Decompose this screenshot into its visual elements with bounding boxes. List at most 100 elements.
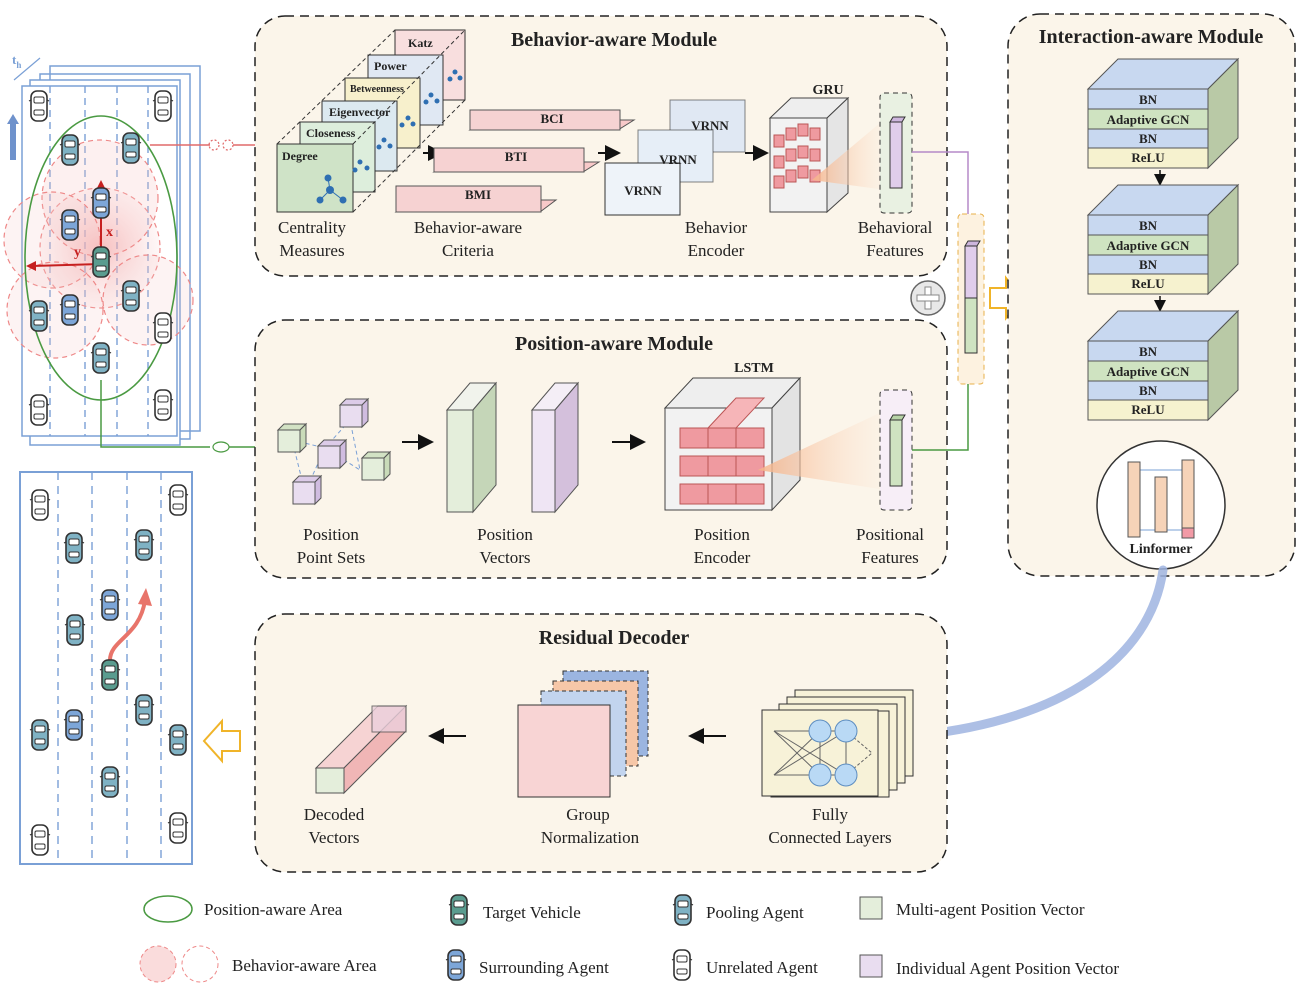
- behavior-criteria: BCI BTI BMI: [394, 109, 636, 213]
- layer-bn: BN: [1139, 383, 1158, 398]
- behavioral-features: [879, 92, 913, 214]
- caption-behavioral-features-2: Features: [866, 241, 924, 260]
- unrelated-car: [152, 90, 174, 122]
- unrelated-agent-icon: [671, 949, 693, 981]
- surrounding-car: [90, 187, 112, 219]
- layer-bn: BN: [1139, 344, 1158, 359]
- unrelated-car: [167, 812, 189, 844]
- centrality-label: Eigenvector: [329, 105, 391, 119]
- caption-fc-1: Fully: [812, 805, 848, 824]
- centrality-label: Degree: [282, 149, 318, 163]
- unrelated-car: [167, 484, 189, 516]
- caption-decoded-1: Decoded: [304, 805, 365, 824]
- layer-relu: ReLU: [1131, 402, 1165, 417]
- surrounding-agent-icon: [445, 949, 467, 981]
- legend-label: Pooling Agent: [706, 903, 804, 922]
- concat-plus-icon: [910, 280, 946, 316]
- surrounding-car: [63, 709, 85, 741]
- surrounding-car: [59, 209, 81, 241]
- svg-text:th: th: [12, 52, 21, 70]
- green-square-icon: [859, 896, 883, 920]
- legend-label: Individual Agent Position Vector: [896, 959, 1119, 978]
- position-module: Position-aware Module LSTM: [254, 319, 948, 579]
- heading-arrow-icon: [10, 122, 16, 160]
- red-circles-icon: [139, 945, 177, 983]
- decoder-title: Residual Decoder: [539, 627, 690, 649]
- unrelated-car: [28, 90, 50, 122]
- vrnn-label: VRNN: [659, 152, 697, 167]
- pooling-car: [133, 529, 155, 561]
- centrality-label: Katz: [408, 36, 433, 50]
- layer-bn: BN: [1139, 218, 1158, 233]
- target-car: [90, 246, 112, 278]
- legend-label: Multi-agent Position Vector: [896, 900, 1085, 919]
- interaction-module-title: Interaction-aware Module: [1039, 26, 1264, 48]
- traffic-scene-prediction: [19, 471, 193, 865]
- caption-criteria-2: Criteria: [442, 241, 494, 260]
- layer-relu: ReLU: [1131, 150, 1165, 165]
- gcn-block-2: BN Adaptive GCN BN ReLU: [1086, 183, 1240, 296]
- caption-points-2: Point Sets: [297, 548, 366, 567]
- position-point-sets: [276, 397, 392, 506]
- target-vehicle-icon: [448, 894, 470, 926]
- lstm-block: LSTM: [663, 361, 886, 512]
- unrelated-car: [28, 394, 50, 426]
- traffic-scene-history: th x y: [3, 52, 201, 446]
- pooling-car: [167, 724, 189, 756]
- concat-vector: [957, 213, 985, 385]
- caption-behavior-encoder-1: Behavior: [685, 218, 748, 237]
- caption-position-encoder-1: Position: [694, 525, 750, 544]
- pooling-car: [28, 300, 50, 332]
- unrelated-car: [29, 824, 51, 856]
- behavior-encoder: VRNN VRNN VRNN: [604, 99, 746, 216]
- group-normalization: [517, 670, 649, 798]
- linformer-block: Linformer: [1096, 440, 1226, 570]
- surrounding-car: [99, 589, 121, 621]
- pooling-car: [29, 719, 51, 751]
- centrality-cards: Katz Power Betweenness Eigenvector Close…: [276, 29, 466, 213]
- purple-square-icon: [859, 954, 883, 978]
- caption-behavioral-features-1: Behavioral: [858, 218, 933, 237]
- pooling-agent-icon: [672, 894, 694, 926]
- pooling-car: [99, 766, 121, 798]
- caption-vectors-2: Vectors: [480, 548, 531, 567]
- layer-bn: BN: [1139, 131, 1158, 146]
- behavior-module-title: Behavior-aware Module: [511, 29, 717, 51]
- linformer-label: Linformer: [1130, 542, 1193, 557]
- caption-norm-1: Group: [566, 805, 609, 824]
- unrelated-car: [152, 312, 174, 344]
- caption-behavior-encoder-2: Encoder: [688, 241, 745, 260]
- legend: Position-aware Area Target Vehicle Pooli…: [139, 894, 1119, 983]
- pooling-car: [90, 342, 112, 374]
- axis-x-label: x: [106, 225, 113, 240]
- pooling-car: [133, 694, 155, 726]
- unrelated-car: [29, 489, 51, 521]
- caption-norm-2: Normalization: [541, 828, 640, 847]
- hollow-arrow-left-icon: [202, 718, 241, 764]
- caption-criteria-1: Behavior-aware: [414, 218, 522, 237]
- y-axis: [31, 263, 102, 267]
- residual-decoder: Residual Decoder: [254, 613, 948, 873]
- layer-adaptive-gcn: Adaptive GCN: [1107, 364, 1190, 379]
- decoded-vector: [314, 704, 408, 795]
- behavior-module: Behavior-aware Module Katz Power Between…: [254, 15, 948, 277]
- target-car: [99, 659, 121, 691]
- legend-label: Position-aware Area: [204, 900, 343, 919]
- centrality-label: Power: [374, 59, 407, 73]
- caption-positional-features-2: Features: [861, 548, 919, 567]
- position-module-title: Position-aware Module: [515, 333, 713, 355]
- axis-y-label: y: [74, 245, 81, 260]
- gcn-block-3: BN Adaptive GCN BN ReLU: [1086, 309, 1240, 422]
- pooling-car: [120, 132, 142, 164]
- caption-vectors-1: Position: [477, 525, 533, 544]
- time-label: t: [12, 52, 17, 67]
- fully-connected-layers: [761, 689, 914, 798]
- vrnn-label: VRNN: [691, 118, 729, 133]
- interaction-module: Interaction-aware Module BN Adaptive GCN…: [1007, 13, 1296, 577]
- unrelated-car: [152, 389, 174, 421]
- pooling-car: [120, 280, 142, 312]
- lstm-label: LSTM: [734, 361, 774, 376]
- legend-label: Unrelated Agent: [706, 958, 818, 977]
